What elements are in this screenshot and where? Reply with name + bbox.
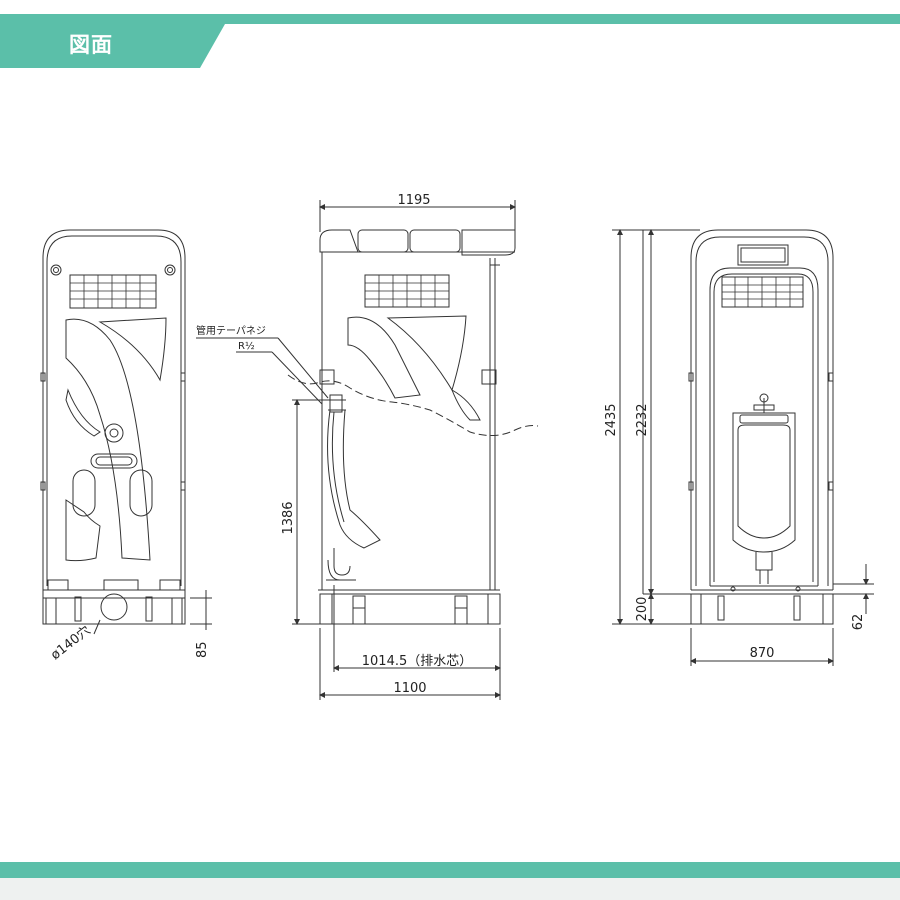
hole-diameter-label: ø140穴 — [48, 623, 93, 663]
page-title: 図面 — [69, 33, 113, 57]
inner-height-label: 2232 — [635, 403, 650, 436]
top-width-label: 1195 — [397, 193, 430, 208]
drain-offset-label: 62 — [851, 614, 866, 631]
side-base-offset-label: 85 — [195, 641, 210, 658]
pipe-thread-label: 管用テーパネジ — [196, 324, 266, 337]
header-band — [0, 14, 900, 68]
front-width-label: 870 — [750, 646, 775, 661]
side-width-label: 1100 — [393, 681, 426, 696]
urinal-height-label: 1386 — [281, 501, 296, 534]
base-height-label: 200 — [635, 597, 650, 622]
pipe-thread-size-label: R½ — [238, 340, 255, 352]
footer-band — [0, 862, 900, 878]
overall-height-label: 2435 — [604, 403, 619, 436]
drain-center-label: 1014.5（排水芯） — [362, 654, 473, 669]
side-view — [196, 200, 539, 700]
footer-shade — [0, 878, 900, 900]
back-view — [40, 229, 212, 635]
front-view — [612, 229, 874, 666]
